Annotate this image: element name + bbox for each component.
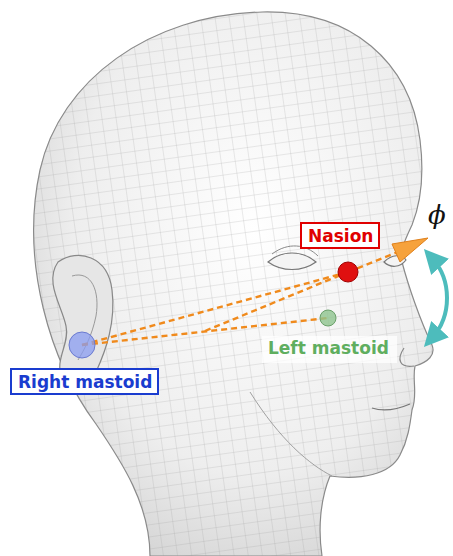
- landmark-label: Right mastoid: [10, 368, 159, 395]
- label-text: Left mastoid: [268, 338, 391, 358]
- label-text: Nasion: [308, 226, 372, 246]
- angle-symbol: ϕ: [428, 202, 446, 228]
- landmark-label: Left mastoid: [262, 336, 397, 363]
- label-text: Right mastoid: [18, 372, 151, 392]
- landmark-label: Nasion: [300, 222, 380, 249]
